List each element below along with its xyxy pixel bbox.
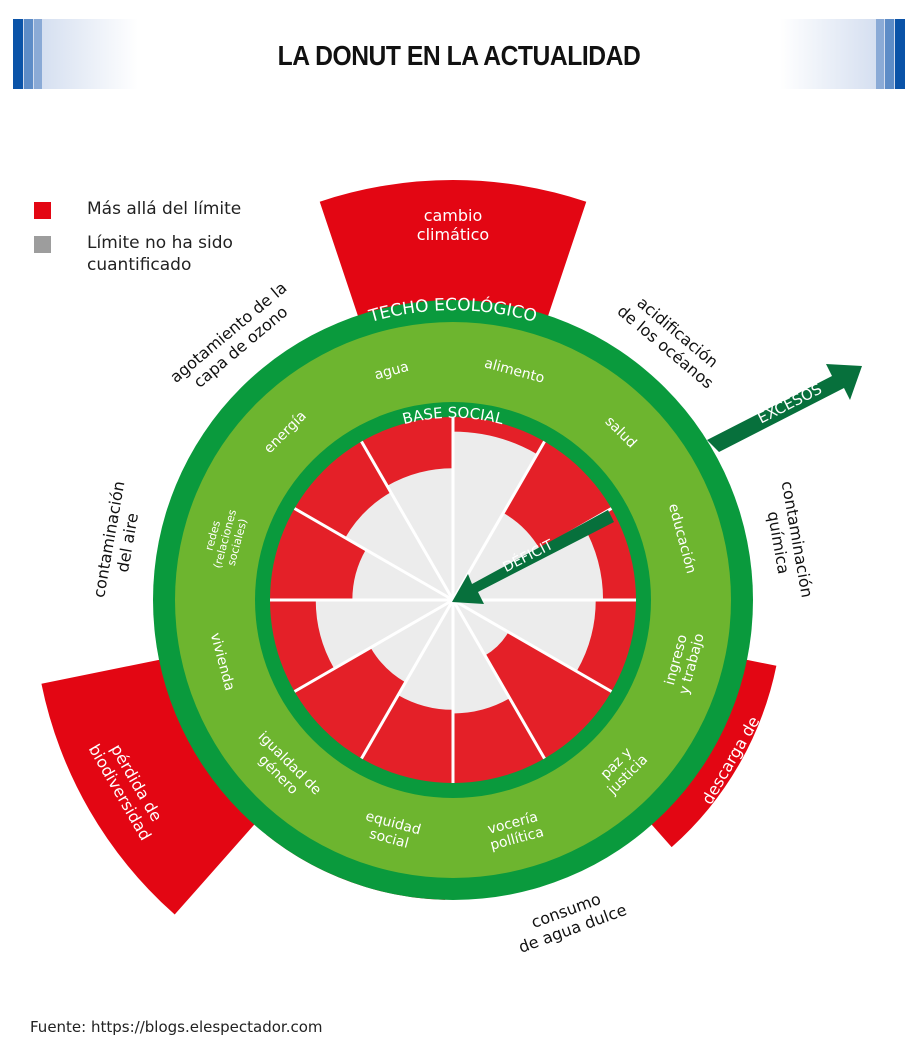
page-title: LA DONUT EN LA ACTUALIDAD: [277, 40, 641, 71]
spoke: [452, 598, 613, 693]
foundation-wedge-vivienda: [315, 600, 453, 669]
legend-label: Límite no ha sido cuantificado: [87, 233, 233, 275]
foundation-wedge-alimento: [453, 431, 538, 600]
legend-item-beyond-limit: Más allá del límite: [34, 198, 287, 220]
spoke: [360, 599, 455, 760]
foundation-wedge-equidad-social: [398, 600, 453, 710]
spoke: [360, 440, 455, 601]
foundation-wedge-paz-y-justicia: [453, 600, 509, 656]
overshoot-arrow-label: EXCESOS: [755, 380, 825, 428]
legend-item-not-quantified: Límite no ha sido cuantificado: [34, 232, 287, 276]
ceiling-label-line: climático: [417, 225, 489, 244]
shortfall-arrow-shape: [452, 510, 614, 604]
spokes: [270, 417, 636, 783]
foundation-wedge-agua: [387, 468, 453, 600]
legend: Más allá del límite Límite no ha sido cu…: [34, 198, 287, 288]
ceiling-label-consumo-de-agua-dulce: consumode agua dulce: [509, 882, 629, 957]
shortfall-wedges: [315, 431, 604, 714]
spoke: [451, 440, 546, 601]
spoke: [293, 598, 454, 693]
overshoot-arrow: EXCESOS: [707, 364, 862, 452]
ceiling-label-contaminacion-quimica: contaminaciónquímica: [759, 480, 817, 603]
foundation-wedge-salud: [453, 512, 541, 600]
foundation-wedge-voceria-pollitica: [453, 600, 510, 714]
foundation-label-voceria-pollitica: voceríapollítica: [484, 809, 545, 854]
overshoot-wedge-cambio-climatico: [319, 180, 587, 335]
header-decoration-left: [13, 19, 138, 89]
foundation-wedge-ingreso-y-trabajo: [453, 600, 596, 672]
spoke: [293, 507, 454, 602]
foundation-wedge-energia: [345, 492, 453, 600]
ceiling-label-line: cambio: [424, 206, 483, 225]
legend-swatch-grey: [34, 236, 51, 253]
legend-label: Más allá del límite: [87, 199, 242, 219]
spoke: [451, 599, 546, 760]
legend-swatch-red: [34, 202, 51, 219]
foundation-wedge-igualdad-de-genero: [370, 600, 453, 683]
header: LA DONUT EN LA ACTUALIDAD: [0, 0, 918, 110]
header-decoration-right: [780, 19, 905, 89]
foundation-wedge-redes-relaciones-sociales: [352, 549, 453, 600]
overshoot-arrow-shape: [707, 364, 862, 452]
overshoot-wedge-perdida-de-biodiversidad: [41, 655, 268, 915]
source-note: Fuente: https://blogs.elespectador.com: [30, 1018, 323, 1036]
ceiling-label-contaminacion-del-aire: contaminacióndel aire: [89, 480, 147, 603]
